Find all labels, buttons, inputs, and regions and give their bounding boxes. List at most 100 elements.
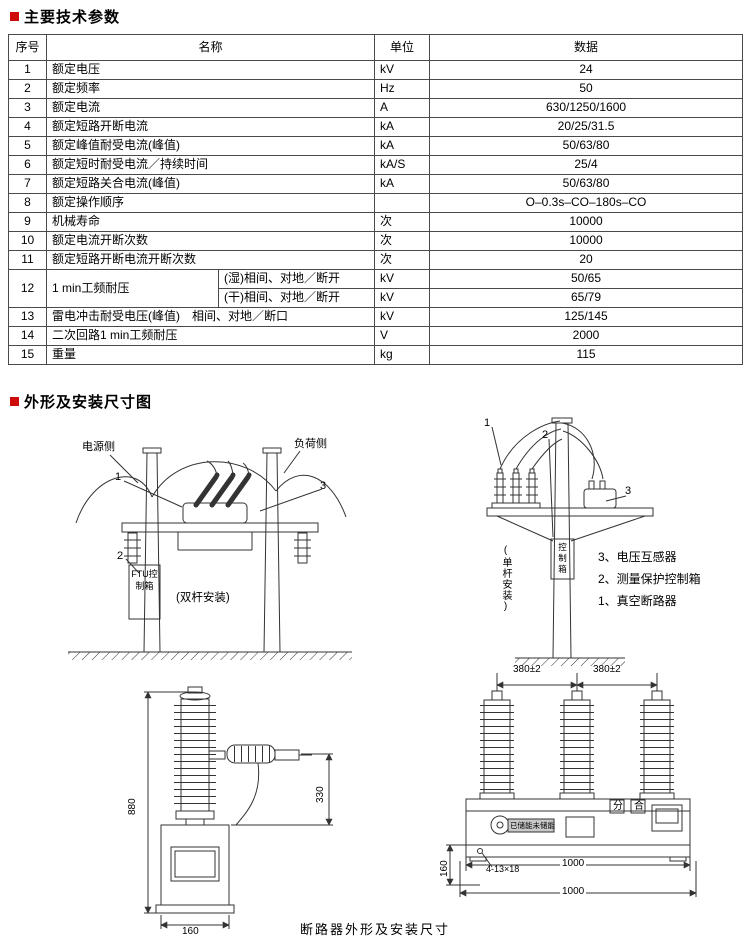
power-side-label: 电源侧 [82, 441, 115, 453]
param-no: 13 [8, 307, 47, 327]
table-row: 12 1 min工频耐压 (湿)相间、对地／断开 kV 50/65 [8, 269, 744, 308]
table-row: 11 额定短路开断电流开断次数 次 20 [8, 250, 744, 270]
single-pole-caption: (单杆安装) [500, 545, 511, 613]
callout-3-label: 3 [320, 480, 327, 492]
section-heading-parameters: 主要技术参数 [10, 6, 120, 27]
control-box-label: 控制箱 [558, 542, 567, 575]
ftu-control-box-label: FTU控制箱 [131, 569, 158, 591]
param-no: 7 [8, 174, 47, 194]
side-view-drawing [144, 686, 333, 929]
section-heading-dimensions: 外形及安装尺寸图 [10, 391, 152, 412]
dim-380-label-1: 380±2 [513, 664, 541, 675]
table-row: 3 额定电流 A 630/1250/1600 [8, 98, 744, 118]
param-name: 额定电压 [45, 60, 376, 80]
param-data: 10000 [429, 212, 744, 232]
param-name: 重量 [45, 345, 376, 365]
table-row: 5 额定峰值耐受电流(峰值) kA 50/63/80 [8, 136, 744, 156]
param-name: 二次回路1 min工频耐压 [45, 326, 376, 346]
table-row: 6 额定短时耐受电流／持续时间 kA/S 25/4 [8, 155, 744, 175]
param-name: 额定短路开断电流 [45, 117, 376, 137]
header-data: 数据 [429, 34, 744, 61]
param-unit [374, 193, 431, 213]
param-name: 额定短路关合电流(峰值) [45, 174, 376, 194]
table-row: 8 额定操作顺序 O–0.3s–CO–180s–CO [8, 193, 744, 213]
dim-160-label: 160 [182, 926, 199, 937]
section-title: 主要技术参数 [24, 9, 121, 26]
dim-380-label-2: 380±2 [593, 664, 621, 675]
param-data: 2000 [429, 326, 744, 346]
param-name: 额定频率 [45, 79, 376, 99]
param-condition: (干)相间、对地／断开 [217, 288, 376, 308]
param-data: 25/4 [429, 155, 744, 175]
param-no: 15 [8, 345, 47, 365]
param-no: 11 [8, 250, 47, 270]
param-unit: kV [374, 288, 431, 308]
load-side-label: 负荷侧 [294, 438, 327, 450]
param-data: O–0.3s–CO–180s–CO [429, 193, 744, 213]
header-name: 名称 [45, 34, 376, 61]
param-no: 5 [8, 136, 47, 156]
param-no: 3 [8, 98, 47, 118]
section-title: 外形及安装尺寸图 [24, 394, 153, 411]
param-unit: Hz [374, 79, 431, 99]
param-name: 额定短时耐受电流／持续时间 [45, 155, 376, 175]
header-no: 序号 [8, 34, 47, 61]
param-unit: kV [374, 269, 431, 289]
param-data: 50/63/80 [429, 136, 744, 156]
param-name: 机械寿命 [45, 212, 376, 232]
param-name: 额定峰值耐受电流(峰值) [45, 136, 376, 156]
param-data: 630/1250/1600 [429, 98, 744, 118]
table-row: 1 额定电压 kV 24 [8, 60, 744, 80]
param-no: 4 [8, 117, 47, 137]
param-unit: 次 [374, 231, 431, 251]
energy-indicator-label: 已储能未储能 [510, 821, 555, 830]
dim-160-left-label: 160 [439, 860, 450, 877]
param-data: 50/65 [429, 269, 744, 289]
dim-880-label: 880 [127, 798, 138, 815]
callout-1-label: 1 [484, 417, 491, 429]
param-no: 1 [8, 60, 47, 80]
dim-1000-outer-label: 1000 [560, 886, 587, 897]
param-data: 50/63/80 [429, 174, 744, 194]
mounting-hole-note: 4-13×18 [486, 864, 520, 874]
param-unit: kg [374, 345, 431, 365]
param-no: 9 [8, 212, 47, 232]
callout-1-label: 1 [115, 471, 122, 483]
legend-item-3: 3、电压互感器 [598, 550, 677, 564]
param-unit: kA/S [374, 155, 431, 175]
table-row: 2 额定频率 Hz 50 [8, 79, 744, 99]
param-unit: kA [374, 136, 431, 156]
table-row: 14 二次回路1 min工频耐压 V 2000 [8, 326, 744, 346]
table-row: 13 雷电冲击耐受电压(峰值) 相间、对地／断口 kV 125/145 [8, 307, 744, 327]
param-no: 12 [8, 269, 47, 308]
param-no: 14 [8, 326, 47, 346]
param-no: 8 [8, 193, 47, 213]
table-row: 7 额定短路关合电流(峰值) kA 50/63/80 [8, 174, 744, 194]
param-data: 65/79 [429, 288, 744, 308]
technical-parameters-table: 序号 名称 单位 数据 1 额定电压 kV 24 2 额定频率 Hz 50 3 … [8, 34, 744, 365]
dimension-drawings-svg [68, 417, 697, 929]
close-label: 合 [634, 801, 644, 812]
param-unit: kA [374, 174, 431, 194]
param-name: 额定电流开断次数 [45, 231, 376, 251]
param-data: 24 [429, 60, 744, 80]
dim-1000-inner-label: 1000 [560, 858, 587, 869]
param-condition: (湿)相间、对地／断开 [217, 269, 376, 289]
param-name: 1 min工频耐压 [46, 269, 219, 308]
open-label: 分 [613, 801, 623, 812]
param-data: 10000 [429, 231, 744, 251]
table-row: 10 额定电流开断次数 次 10000 [8, 231, 744, 251]
table-row: 9 机械寿命 次 10000 [8, 212, 744, 232]
param-name: 额定短路开断电流开断次数 [45, 250, 376, 270]
header-unit: 单位 [374, 34, 431, 61]
double-pole-caption: (双杆安装) [176, 592, 230, 604]
section-bullet-icon [10, 12, 19, 21]
param-unit: 次 [374, 250, 431, 270]
param-name: 雷电冲击耐受电压(峰值) 相间、对地／断口 [45, 307, 376, 327]
callout-2-label: 2 [542, 429, 549, 441]
single-pole-mount-drawing [486, 417, 654, 666]
callout-3-label: 3 [625, 485, 632, 497]
param-data: 20 [429, 250, 744, 270]
param-unit: V [374, 326, 431, 346]
dimension-drawings-area: 电源侧 负荷侧 1 3 2 FTU控制箱 (双杆安装) 1 2 3 控制箱 (单… [0, 415, 750, 948]
